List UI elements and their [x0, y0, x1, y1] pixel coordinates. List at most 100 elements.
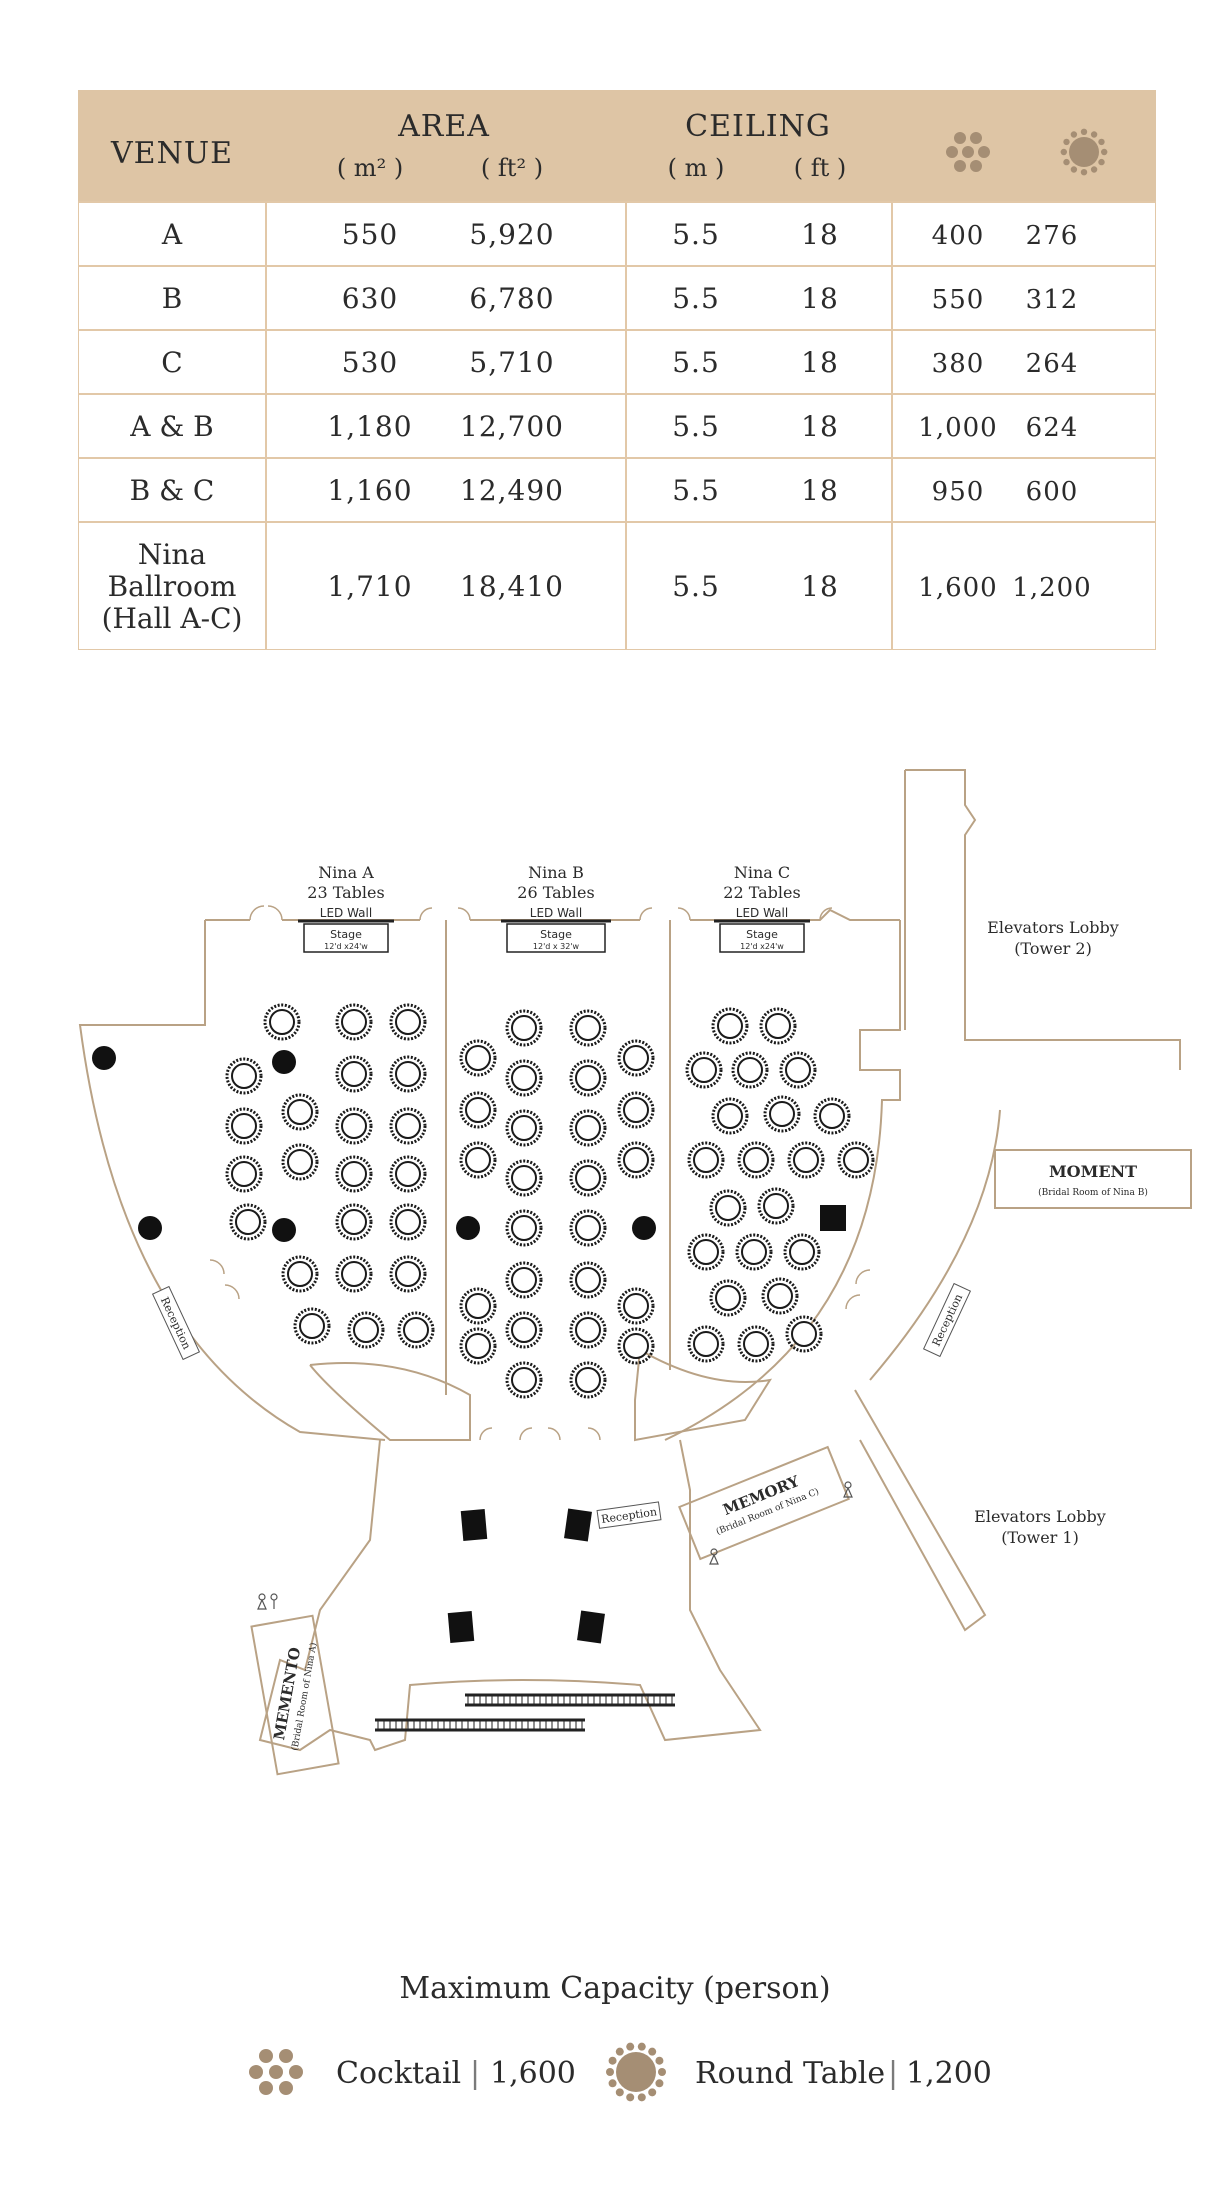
cell-m2: 630 [342, 282, 398, 315]
hall-name: Nina B [528, 863, 584, 882]
row-dividers [78, 265, 1156, 523]
header-ceiling-ft: ( ft ) [794, 154, 847, 182]
header-area-m2: ( m² ) [337, 154, 403, 182]
stage [506, 923, 606, 953]
round-table [225, 1057, 263, 1095]
hall-tables: 22 Tables [723, 883, 800, 902]
round-table [837, 1141, 875, 1179]
cell-m: 5.5 [672, 218, 720, 251]
cell-round: 1,200 [1012, 573, 1091, 603]
round-table [335, 1055, 373, 1093]
cell-m2: 1,180 [327, 410, 412, 443]
cell-ft: 18 [801, 570, 839, 603]
round-table [787, 1141, 825, 1179]
round-table [569, 1059, 607, 1097]
round-table [335, 1255, 373, 1293]
escalator-steps [377, 1695, 673, 1730]
round-table [757, 1187, 795, 1225]
round-table [685, 1051, 723, 1089]
elevators-tower2-line2: (Tower 2) [1014, 939, 1092, 958]
cell-ft2: 5,710 [469, 346, 554, 379]
cell-m2: 1,710 [327, 570, 412, 603]
cell-m2: 550 [342, 218, 398, 251]
round-table-seat [1098, 138, 1105, 146]
stage-label: Stage [330, 928, 362, 941]
doors [209, 905, 871, 1441]
round-table [229, 1203, 267, 1241]
cell-m: 5.5 [672, 410, 720, 443]
floorplan-walls [78, 769, 1192, 1776]
header-venue: VENUE [110, 136, 233, 171]
round-table [335, 1155, 373, 1193]
round-table [569, 1109, 607, 1147]
round-table-seat [1070, 166, 1078, 173]
round-table [569, 1361, 607, 1399]
legend-round-label: Round Table [695, 2056, 885, 2091]
cell-cocktail: 380 [932, 349, 985, 379]
round-table [687, 1325, 725, 1363]
cell-round: 312 [1026, 285, 1079, 315]
cell-round: 276 [1026, 221, 1079, 251]
table-header: VENUE AREA ( m² ) ( ft² ) CEILING ( m ) … [110, 109, 846, 182]
cell-m: 5.5 [672, 474, 720, 507]
cell-cocktail: 1,600 [918, 573, 997, 603]
legend-graphic: Maximum Capacity (person) Cocktail | 1,6… [249, 1971, 992, 2102]
legend-cocktail-label: Cocktail [336, 2056, 461, 2091]
hall-name: Nina C [734, 863, 790, 882]
elevators-tower1-line1: Elevators Lobby [974, 1507, 1106, 1526]
led-wall-label: LED Wall [530, 906, 582, 920]
stage [303, 923, 389, 953]
cell-ft2: 18,410 [460, 570, 564, 603]
round-table [783, 1233, 821, 1271]
round-table [389, 1055, 427, 1093]
round-table-seat [615, 2047, 624, 2056]
round-table [617, 1287, 655, 1325]
round-table [709, 1189, 747, 1227]
cell-cocktail: 550 [932, 285, 985, 315]
round-table [569, 1209, 607, 1247]
round-table-seat [608, 2079, 617, 2088]
round-table [281, 1093, 319, 1131]
round-table-disc [1069, 137, 1099, 167]
round-table [281, 1143, 319, 1181]
round-table [617, 1039, 655, 1077]
round-table-seat [1090, 166, 1098, 173]
legend-separator-2: | [888, 2056, 898, 2091]
round-table [759, 1007, 797, 1045]
led-wall-label: LED Wall [320, 906, 372, 920]
header-area: AREA [397, 109, 490, 144]
round-table [225, 1155, 263, 1193]
round-table-seat [615, 2088, 624, 2097]
cell-cocktail: 1,000 [918, 413, 997, 443]
round-table-icon [1060, 128, 1108, 176]
round-table [505, 1159, 543, 1197]
round-table [505, 1009, 543, 1047]
round-table [711, 1097, 749, 1135]
moment-subtitle: (Bridal Room of Nina B) [1038, 1187, 1148, 1198]
round-table-seat [1080, 169, 1088, 176]
cell-cocktail: 950 [932, 477, 985, 507]
stage-size: 12'd x 32'w [533, 942, 580, 951]
header-ceiling: CEILING [685, 109, 831, 144]
round-table [709, 1279, 747, 1317]
elevators-tower2-line1: Elevators Lobby [987, 918, 1119, 937]
round-table [335, 1107, 373, 1145]
round-table [459, 1039, 497, 1077]
round-table [569, 1009, 607, 1047]
round-table-seat [1090, 131, 1098, 138]
round-table [761, 1277, 799, 1315]
round-table-disc [616, 2052, 656, 2092]
round-table [569, 1311, 607, 1349]
round-table-seat [1063, 138, 1070, 146]
cell-ft: 18 [801, 410, 839, 443]
round-table [731, 1051, 769, 1089]
cell-m2: 530 [342, 346, 398, 379]
round-table [687, 1233, 725, 1271]
hall-tables: 23 Tables [307, 883, 384, 902]
round-table [389, 1203, 427, 1241]
round-table-seat [1063, 158, 1070, 166]
round-table-seat [658, 2068, 666, 2076]
round-table [505, 1261, 543, 1299]
moment-title: MOMENT [1049, 1162, 1137, 1181]
cell-round: 624 [1026, 413, 1079, 443]
